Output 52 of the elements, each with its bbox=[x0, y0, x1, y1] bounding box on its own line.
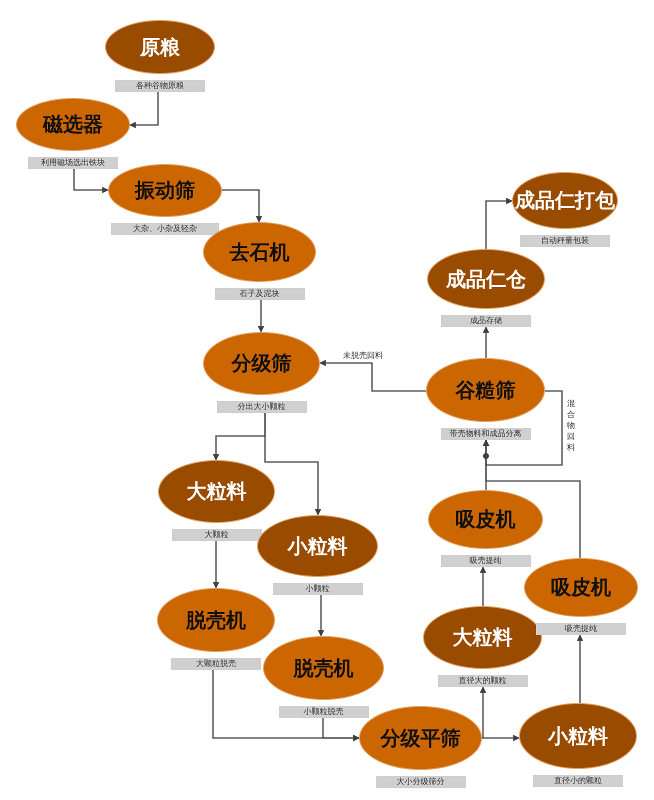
arrow bbox=[319, 360, 426, 392]
process-ellipse: 小粒料 bbox=[519, 703, 637, 769]
caption-bar: 小颗粒 bbox=[272, 583, 362, 595]
process-ellipse: 振动筛 bbox=[108, 164, 222, 217]
arrow bbox=[222, 189, 262, 223]
caption-bar: 直径小的颗粒 bbox=[533, 775, 623, 787]
edge-label: 未脱壳回料 bbox=[343, 350, 383, 361]
arrow bbox=[212, 541, 220, 589]
caption-bar: 大颗粒 bbox=[172, 529, 262, 541]
caption-bar: 大小分级筛分 bbox=[376, 776, 466, 788]
process-ellipse: 吸皮机 bbox=[524, 558, 638, 617]
caption-bar: 大颗粒脱壳 bbox=[171, 658, 261, 670]
arrow bbox=[129, 92, 159, 128]
arrow bbox=[258, 300, 264, 333]
process-ellipse: 脱壳机 bbox=[263, 636, 384, 700]
process-ellipse: 分级筛 bbox=[203, 332, 320, 395]
caption-bar: 石子及泥块 bbox=[214, 288, 304, 300]
caption-bar: 直径大的颗粒 bbox=[438, 675, 528, 687]
caption-bar: 小颗粒脱壳 bbox=[278, 706, 368, 718]
caption-bar: 利用磁场选出铁块 bbox=[28, 157, 118, 169]
process-ellipse: 大粒料 bbox=[423, 606, 542, 669]
caption-bar: 吸壳提纯 bbox=[440, 555, 530, 567]
edge-label: 混合物回料 bbox=[567, 398, 576, 453]
process-ellipse: 脱壳机 bbox=[157, 588, 275, 652]
arrow bbox=[485, 198, 513, 249]
arrow bbox=[482, 390, 563, 466]
arrow bbox=[576, 634, 584, 703]
process-ellipse: 小粒料 bbox=[257, 515, 378, 577]
caption-bar: 带壳物料和成品分离 bbox=[440, 428, 530, 440]
arrow bbox=[482, 734, 520, 742]
process-ellipse: 原粮 bbox=[105, 20, 215, 74]
process-ellipse: 谷糙筛 bbox=[426, 358, 545, 422]
caption-bar: 吸壳提纯 bbox=[536, 623, 626, 635]
process-ellipse: 成品仁打包 bbox=[512, 172, 618, 229]
arrow bbox=[318, 595, 324, 637]
process-ellipse: 磁选器 bbox=[16, 98, 130, 151]
arrow bbox=[322, 718, 360, 742]
arrow bbox=[480, 566, 486, 606]
arrow bbox=[482, 326, 490, 358]
process-ellipse: 成品仁仓 bbox=[427, 249, 545, 309]
process-ellipse: 吸皮机 bbox=[428, 490, 543, 549]
caption-bar: 成品存储 bbox=[441, 315, 531, 327]
process-ellipse: 大粒料 bbox=[158, 460, 275, 523]
caption-bar: 自动秤量包装 bbox=[520, 235, 610, 247]
arrow bbox=[480, 686, 486, 739]
arrow bbox=[264, 413, 322, 516]
process-ellipse: 去石机 bbox=[203, 222, 316, 282]
caption-bar: 各种谷物原粮 bbox=[115, 80, 205, 92]
caption-bar: 分出大小颗粒 bbox=[216, 401, 306, 413]
arrow bbox=[73, 169, 109, 194]
caption-bar: 大杂、小杂及轻杂 bbox=[111, 223, 219, 235]
process-ellipse: 分级平筛 bbox=[359, 706, 482, 770]
